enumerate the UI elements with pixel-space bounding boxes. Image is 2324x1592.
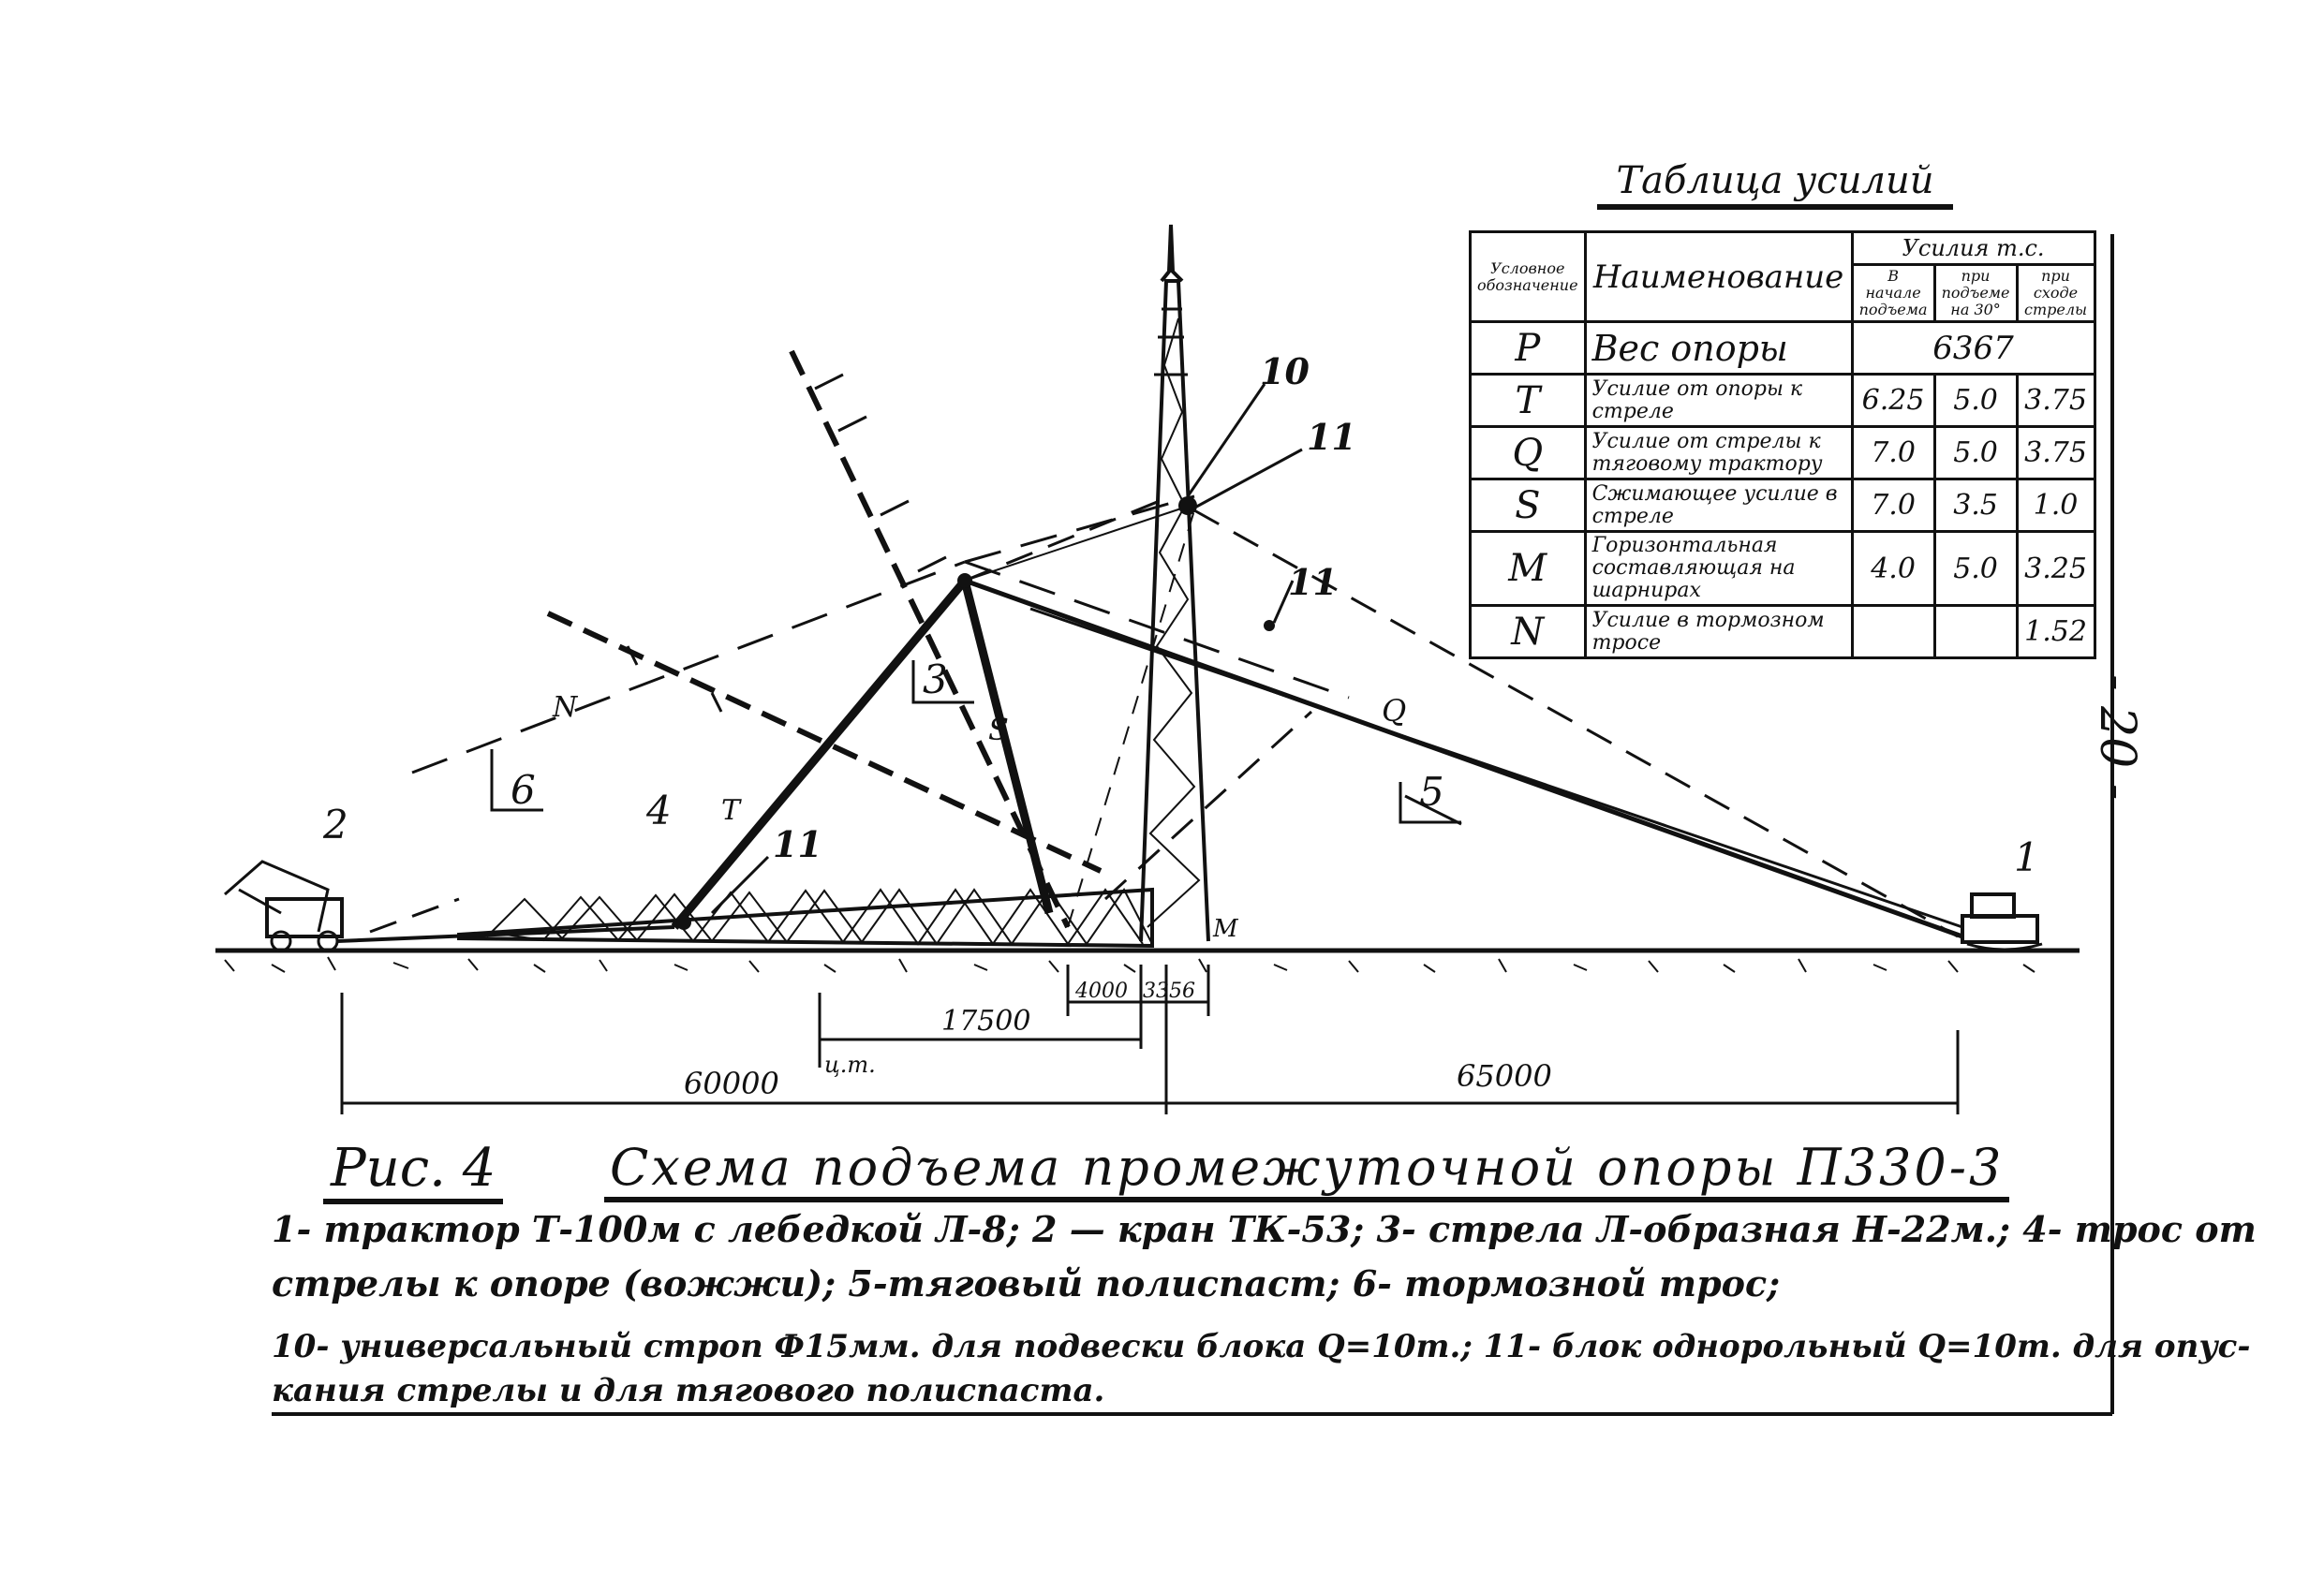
dim-17500: 17500 bbox=[941, 1005, 1030, 1038]
header-group: Усилия т.с. bbox=[1850, 230, 2096, 266]
table-row: M Горизонтальная составляющая на шарнира… bbox=[1469, 530, 2096, 607]
row-value-3: 1.52 bbox=[2015, 604, 2096, 659]
dim-4000: 4000 bbox=[1074, 980, 1128, 1003]
center-of-gravity: ц.т. bbox=[824, 1052, 876, 1078]
row-value-1: 7.0 bbox=[1850, 425, 1936, 480]
label-brake-rope: 6 bbox=[511, 767, 536, 813]
rope-lines bbox=[336, 494, 1963, 943]
figure-label: Рис. 4 bbox=[323, 1138, 504, 1204]
legend-line-4: кания стрелы и для тягового полиспаста. bbox=[272, 1372, 1105, 1409]
table-row: P Вес опоры 6367 bbox=[1469, 320, 2096, 376]
row-name: Усилие от опоры к стреле bbox=[1583, 373, 1854, 428]
row-symbol: T bbox=[1469, 373, 1587, 428]
dim-3356: 3356 bbox=[1143, 980, 1195, 1003]
dim-65000: 65000 bbox=[1457, 1058, 1552, 1094]
row-name: Усилие от стрелы к тяговому трактору bbox=[1583, 425, 1854, 480]
label-sling: 10 bbox=[1260, 350, 1310, 392]
dim-60000: 60000 bbox=[684, 1066, 779, 1101]
row-value-2 bbox=[1932, 604, 2019, 659]
boom-positions bbox=[546, 349, 1103, 930]
label-crane: 2 bbox=[322, 802, 348, 848]
row-name: Горизонтальная составляющая на шарнирах bbox=[1583, 530, 1854, 607]
table-subheader-row: В начале подъема при подъеме на 30° при … bbox=[1471, 263, 2096, 323]
table-row: N Усилие в тормозном тросе 1.52 bbox=[1469, 604, 2096, 659]
label-guy-rope: 4 bbox=[645, 788, 672, 833]
row-symbol: Q bbox=[1469, 425, 1587, 480]
leader-lines bbox=[490, 383, 1462, 915]
row-value-2: 3.5 bbox=[1932, 478, 2019, 533]
row-value-1 bbox=[1850, 604, 1936, 659]
figure-title: Схема подъема промежуточной опоры П330-3 bbox=[604, 1138, 2010, 1202]
ground bbox=[215, 948, 2080, 973]
row-value: 6367 bbox=[1850, 320, 2096, 376]
row-value-2: 5.0 bbox=[1932, 373, 2019, 428]
tower-vertical-lattice bbox=[1139, 224, 1210, 942]
table-row: Q Усилие от стрелы к тяговому трактору 7… bbox=[1469, 425, 2096, 480]
page-number: - 20 - bbox=[2089, 674, 2145, 801]
forces-table-title: Таблица усилий bbox=[1597, 159, 1953, 210]
label-force-n: N bbox=[552, 691, 579, 724]
table-row: S Сжимающее усилие в стреле 7.0 3.5 1.0 bbox=[1469, 478, 2096, 533]
table-row: T Усилие от опоры к стреле 6.25 5.0 3.75 bbox=[1469, 373, 2096, 428]
table-header-row: Условное обозначение Наименование Усилия… bbox=[1469, 230, 2096, 323]
row-value-3: 3.75 bbox=[2015, 373, 2096, 428]
row-value-2: 5.0 bbox=[1932, 530, 2019, 607]
row-symbol: N bbox=[1469, 604, 1587, 659]
row-value-3: 3.25 bbox=[2015, 530, 2096, 607]
row-value-3: 3.75 bbox=[2015, 425, 2096, 480]
label-pulley-system: 5 bbox=[1419, 769, 1444, 815]
label-box-3 bbox=[911, 660, 974, 704]
header-col3: при сходе стрелы bbox=[2015, 263, 2096, 323]
legend-line-2: стрелы к опоре (вожжи); 5-тяговый полисп… bbox=[272, 1262, 1781, 1305]
label-force-q: Q bbox=[1382, 693, 1406, 729]
row-name: Сжимающее усилие в стреле bbox=[1583, 478, 1854, 533]
label-block-c: 11 bbox=[773, 823, 822, 865]
row-value-2: 5.0 bbox=[1932, 425, 2019, 480]
row-name: Усилие в тормозном тросе bbox=[1583, 604, 1854, 659]
row-value-1: 7.0 bbox=[1850, 478, 1936, 533]
row-value-1: 4.0 bbox=[1850, 530, 1936, 607]
legend-line-3: 10- универсальный строп Ф15мм. для подве… bbox=[272, 1328, 2251, 1365]
forces-table: Условное обозначение Наименование Усилия… bbox=[1469, 230, 2096, 659]
label-force-t: T bbox=[721, 794, 742, 827]
header-col1: В начале подъема bbox=[1850, 263, 1936, 323]
row-value-3: 1.0 bbox=[2015, 478, 2096, 533]
label-boom: 3 bbox=[923, 656, 948, 702]
figure-caption: Рис. 4 Схема подъема промежуточной опоры… bbox=[323, 1138, 2010, 1204]
header-name: Наименование bbox=[1583, 230, 1854, 323]
label-hinge-m: M bbox=[1212, 915, 1239, 943]
label-force-s: S bbox=[988, 712, 1009, 747]
header-symbol: Условное обозначение bbox=[1469, 230, 1587, 323]
dimension-lines bbox=[340, 965, 1960, 1114]
crane-icon bbox=[224, 860, 344, 952]
row-name: Вес опоры bbox=[1583, 320, 1854, 376]
label-block-b: 11 bbox=[1288, 561, 1338, 603]
label-block-a: 11 bbox=[1307, 416, 1356, 458]
row-symbol: P bbox=[1469, 320, 1587, 376]
label-box-6 bbox=[490, 770, 543, 812]
legend-line-1: 1- трактор Т-100м с лебедкой Л-8; 2 — кр… bbox=[272, 1208, 2257, 1250]
header-col2: при подъеме на 30° bbox=[1932, 263, 2019, 323]
label-box-5 bbox=[1399, 782, 1461, 824]
tractor-icon bbox=[1961, 892, 2043, 951]
row-value-1: 6.25 bbox=[1850, 373, 1936, 428]
label-tractor: 1 bbox=[2014, 834, 2039, 880]
row-symbol: M bbox=[1469, 530, 1587, 607]
row-symbol: S bbox=[1469, 478, 1587, 533]
